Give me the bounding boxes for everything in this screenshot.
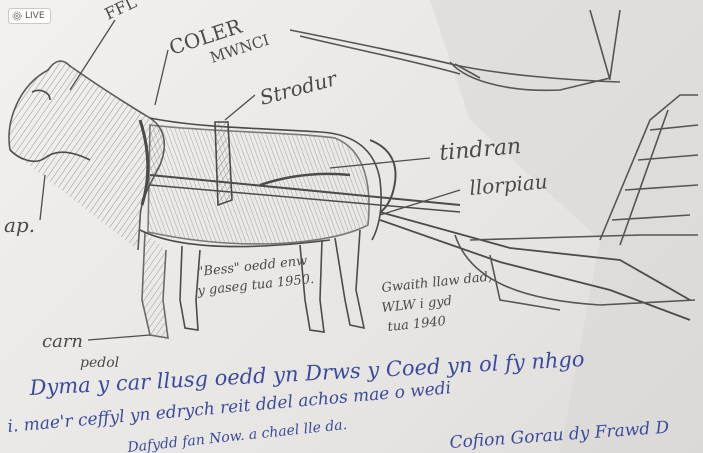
label-gwaith-line1: Gwaith llaw dad,	[381, 269, 493, 296]
label-tindran: tindran	[438, 134, 522, 166]
label-strodur: Strodur	[257, 66, 341, 110]
live-photo-badge[interactable]: LIVE	[8, 8, 51, 24]
label-llorpiau: llorpiau	[468, 169, 548, 200]
label-gwaith-line2: WLW i gyd	[381, 294, 453, 316]
label-pedol: pedol	[80, 355, 119, 371]
label-carn: carn	[42, 331, 83, 352]
label-gwaith-line3: tua 1940	[387, 314, 447, 335]
live-photo-icon	[12, 11, 22, 21]
label-ap: ap.	[4, 213, 35, 237]
live-badge-label: LIVE	[25, 11, 45, 21]
label-ffl: FFL	[102, 0, 140, 24]
